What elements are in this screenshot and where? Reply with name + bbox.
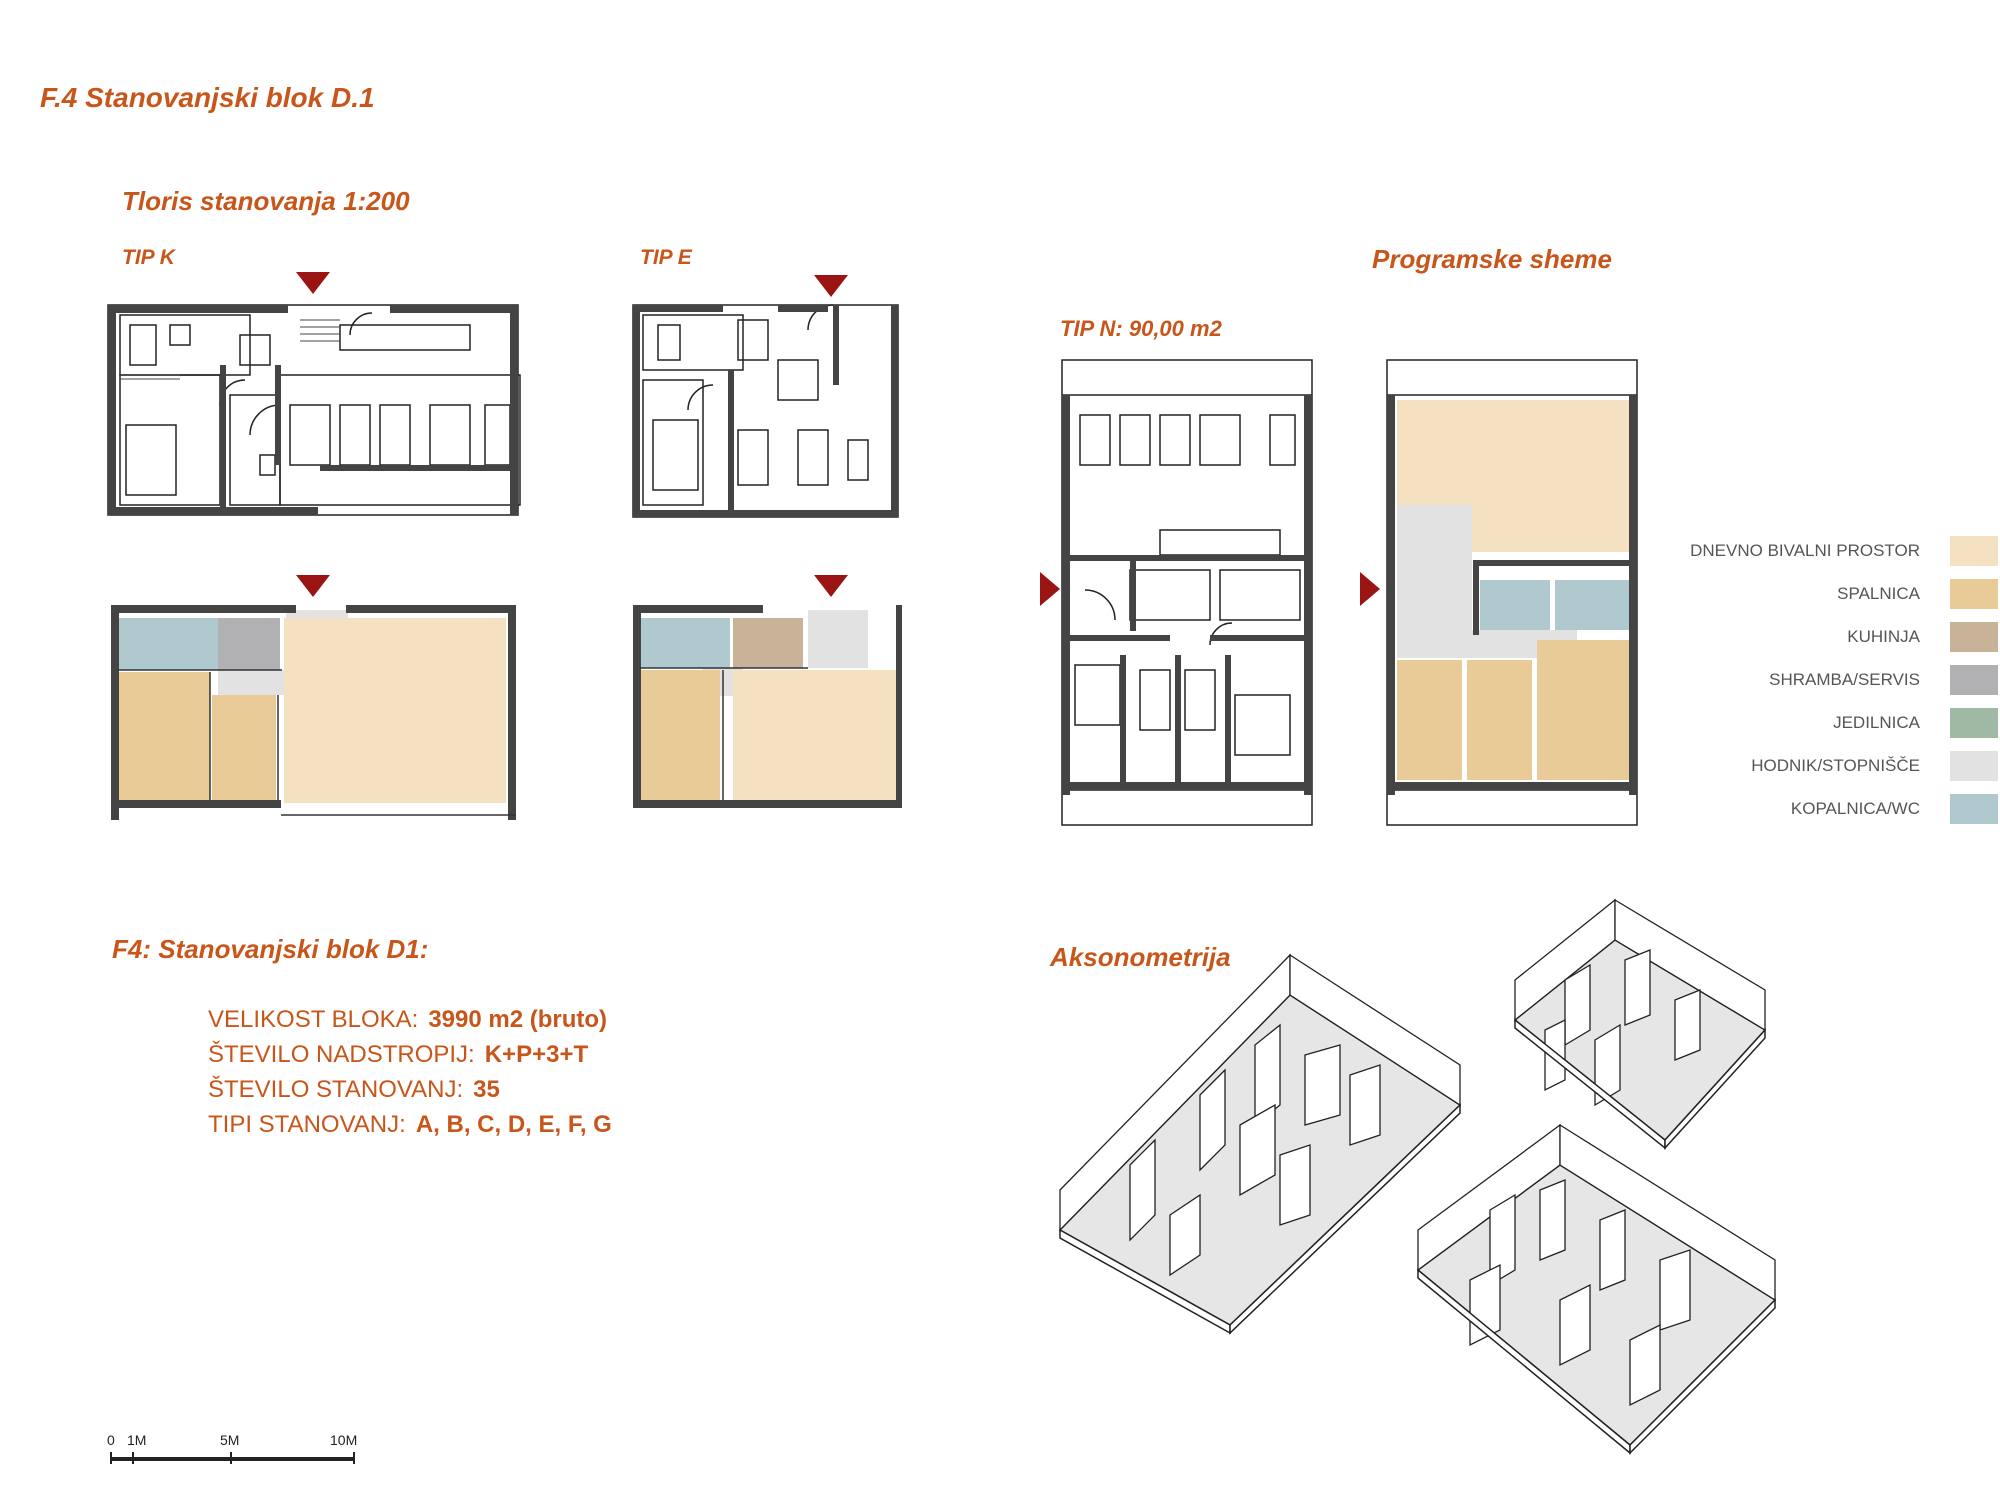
legend-label: JEDILNICA — [1833, 713, 1920, 732]
entrance-marker — [814, 575, 848, 597]
zone-hodnik — [808, 610, 868, 668]
zone-shramba — [218, 618, 280, 670]
info-label: TIPI STANOVANJ: — [208, 1111, 406, 1138]
tip-k-program-scheme — [111, 605, 516, 820]
tip-n-floor-plan — [1061, 359, 1313, 826]
block-title: F4: Stanovanjski blok D1: — [112, 934, 429, 964]
zone-kuhinja — [733, 618, 803, 668]
scale-label: 5M — [220, 1432, 240, 1448]
info-label: ŠTEVILO NADSTROPIJ: — [208, 1041, 475, 1068]
tip-e-scheme-entrance-icon — [814, 575, 848, 597]
legend-item: HODNIK/STOPNIŠČE — [1680, 751, 1998, 781]
zone-spalnica-3 — [1537, 640, 1629, 780]
info-value: K+P+3+T — [484, 1041, 589, 1068]
zone-dnevni — [733, 670, 898, 802]
zone-kopalnica-2 — [1555, 580, 1630, 630]
zone-spalnica-2 — [212, 695, 276, 803]
entrance-marker — [814, 275, 848, 297]
legend-swatch — [1950, 536, 1998, 566]
legend-label: HODNIK/STOPNIŠČE — [1751, 756, 1920, 775]
legend-label: SHRAMBA/SERVIS — [1769, 670, 1920, 689]
zone-hodnik — [1397, 505, 1472, 630]
zone-spalnica-1 — [1397, 660, 1462, 780]
tip-e-program-scheme — [633, 605, 902, 808]
info-row: ŠTEVILO STANOVANJ: 35 — [208, 1072, 612, 1107]
legend-swatch — [1950, 751, 1998, 781]
legend-swatch — [1950, 708, 1998, 738]
tip-n-program-scheme — [1386, 359, 1638, 826]
info-row: ŠTEVILO NADSTROPIJ: K+P+3+T — [208, 1037, 612, 1072]
legend-swatch — [1950, 665, 1998, 695]
zone-spalnica-2 — [1467, 660, 1532, 780]
zone-dnevni — [284, 618, 506, 803]
tip-e-floor-plan — [632, 304, 899, 518]
legend-label: KUHINJA — [1847, 627, 1920, 646]
legend-item: DNEVNO BIVALNI PROSTOR — [1680, 536, 1998, 566]
info-label: ŠTEVILO STANOVANJ: — [208, 1076, 464, 1103]
page-title: F.4 Stanovanjski blok D.1 — [40, 82, 375, 113]
axonometry-small — [1513, 898, 1767, 1150]
zone-kopalnica — [640, 618, 730, 668]
tip-e-entrance-icon — [814, 275, 848, 297]
zone-kopalnica-1 — [1480, 580, 1550, 630]
tip-e-label: TIP E — [640, 246, 692, 269]
legend-item: JEDILNICA — [1680, 708, 1998, 738]
scale-label: 10M — [330, 1432, 358, 1448]
legend-item: SPALNICA — [1680, 579, 1998, 609]
info-value: 35 — [473, 1076, 500, 1103]
scale-label: 1M — [127, 1432, 147, 1448]
info-value: 3990 m2 (bruto) — [428, 1006, 608, 1033]
zone-hodnik-2 — [218, 670, 288, 695]
info-row: VELIKOST BLOKA: 3990 m2 (bruto) — [208, 1002, 612, 1037]
axonometry-large — [1058, 953, 1462, 1335]
tip-n-entrance-icon — [1040, 572, 1060, 606]
block-info: VELIKOST BLOKA: 3990 m2 (bruto) ŠTEVILO N… — [208, 1002, 612, 1142]
tip-k-label: TIP K — [122, 246, 175, 269]
legend-item: KOPALNICA/WC — [1680, 794, 1998, 824]
tip-k-floor-plan — [107, 304, 521, 516]
entrance-marker — [296, 575, 330, 597]
axonometry-medium — [1416, 1123, 1777, 1455]
zone-kopalnica — [118, 618, 218, 670]
info-label: VELIKOST BLOKA: — [208, 1006, 419, 1033]
tip-n-scheme-entrance-icon — [1360, 572, 1380, 606]
tip-n-label: TIP N: 90,00 m2 — [1060, 316, 1222, 341]
legend-swatch — [1950, 579, 1998, 609]
tip-k-entrance-icon — [296, 272, 330, 294]
floorplan-title: Tloris stanovanja 1:200 — [122, 186, 410, 216]
legend-item: KUHINJA — [1680, 622, 1998, 652]
legend-swatch — [1950, 622, 1998, 652]
info-value: A, B, C, D, E, F, G — [415, 1111, 612, 1138]
legend-label: KOPALNICA/WC — [1790, 799, 1920, 818]
info-row: TIPI STANOVANJ: A, B, C, D, E, F, G — [208, 1107, 612, 1142]
zone-spalnica-1 — [118, 672, 210, 802]
legend-label: SPALNICA — [1837, 584, 1920, 603]
entrance-marker — [1040, 572, 1060, 606]
scheme-title: Programske sheme — [1372, 244, 1612, 274]
scale-line — [110, 1452, 355, 1464]
legend-label: DNEVNO BIVALNI PROSTOR — [1690, 541, 1920, 560]
entrance-marker — [296, 272, 330, 294]
legend-swatch — [1950, 794, 1998, 824]
axonometry-title: Aksonometrija — [1050, 942, 1231, 972]
tip-k-scheme-entrance-icon — [296, 575, 330, 597]
scale-label: 0 — [107, 1432, 115, 1448]
entrance-marker — [1360, 572, 1380, 606]
legend-item: SHRAMBA/SERVIS — [1680, 665, 1998, 695]
zone-spalnica — [640, 670, 720, 802]
